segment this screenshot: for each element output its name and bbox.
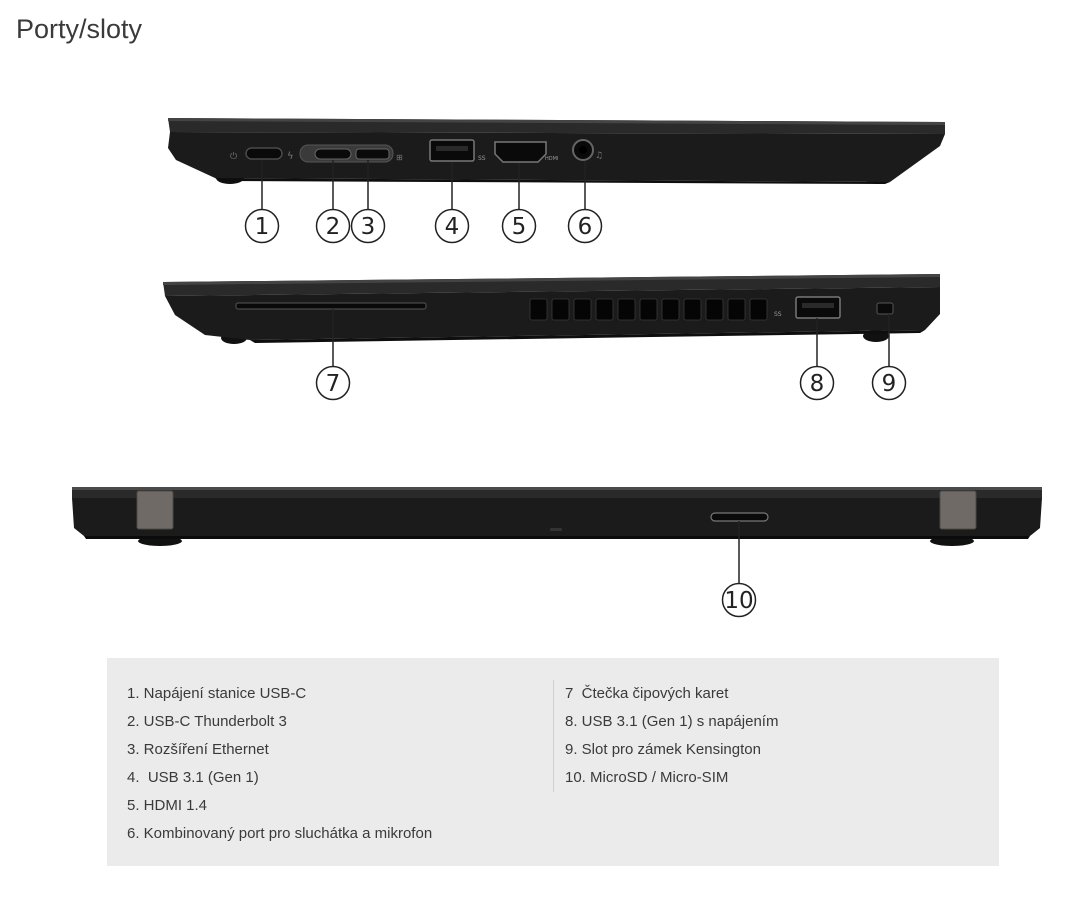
svg-text:5: 5 (512, 214, 527, 240)
legend-item: 10. MicroSD / Micro-SIM (565, 769, 729, 786)
right-hinge (939, 490, 977, 530)
callout-5: 5 (501, 208, 537, 244)
svg-text:2: 2 (326, 214, 341, 240)
legend-left-column: 1. Napájení stanice USB-C 2. USB-C Thund… (127, 680, 547, 848)
legend-item: 3. Rozšíření Ethernet (127, 741, 269, 758)
legend-item: 7 Čtečka čipových karet (565, 685, 729, 702)
vent-grille (529, 298, 768, 321)
legend-item: 1. Napájení stanice USB-C (127, 685, 307, 702)
laptop-right-side-view: SS (163, 274, 940, 344)
hdmi-port (494, 141, 547, 163)
callout-4: 4 (434, 208, 470, 244)
svg-text:7: 7 (326, 371, 341, 397)
laptop-left-side-view: SS HDMI ⏻ ϟ ⊞ ♫ (168, 118, 945, 184)
callout-1: 1 (244, 208, 280, 244)
thunderbolt-icon: ϟ (287, 151, 294, 162)
legend-item: 8. USB 3.1 (Gen 1) s napájením (565, 713, 779, 730)
callout-3: 3 (350, 208, 386, 244)
ss-label: SS (478, 155, 486, 162)
laptop-rear-view (72, 487, 1042, 546)
headset-icon: ♫ (595, 151, 603, 161)
legend-item: 6. Kombinovaný port pro sluchátka a mikr… (127, 825, 433, 842)
svg-text:3: 3 (361, 214, 376, 240)
left-hinge (136, 490, 174, 530)
legend-right-column: 7 Čtečka čipových karet 8. USB 3.1 (Gen … (553, 680, 985, 792)
microsd-sim-slot (710, 512, 769, 522)
ports-diagram: SS HDMI ⏻ ϟ ⊞ ♫ 1 2 3 4 5 (72, 118, 1042, 618)
callout-9: 9 (871, 365, 907, 401)
callout-6: 6 (567, 208, 603, 244)
legend-item: 4. USB 3.1 (Gen 1) (127, 769, 259, 786)
usb-c-thunderbolt-port (314, 148, 352, 160)
power-icon: ⏻ (230, 151, 237, 162)
svg-text:1: 1 (255, 214, 270, 240)
hdmi-label: HDMI (545, 156, 558, 162)
svg-text:8: 8 (810, 371, 825, 397)
ports-legend-panel: 1. Napájení stanice USB-C 2. USB-C Thund… (107, 658, 999, 866)
page-title: Porty/sloty (16, 14, 143, 44)
legend-item: 9. Slot pro zámek Kensington (565, 741, 761, 758)
callout-2: 2 (315, 208, 351, 244)
legend-item: 5. HDMI 1.4 (127, 797, 208, 814)
callout-8: 8 (799, 365, 835, 401)
svg-text:9: 9 (882, 371, 897, 397)
svg-text:4: 4 (445, 214, 460, 240)
svg-text:10: 10 (724, 588, 753, 614)
kensington-slot (876, 302, 894, 315)
smart-card-slot (235, 302, 427, 310)
legend-item: 2. USB-C Thunderbolt 3 (127, 713, 287, 730)
ethernet-extension-port (355, 148, 390, 160)
usb-c-power-port (245, 147, 283, 160)
callout-7: 7 (315, 365, 351, 401)
callout-10: 10 (721, 582, 757, 618)
network-icon: ⊞ (396, 153, 403, 162)
ss-label-right: SS (774, 311, 782, 318)
svg-text:6: 6 (578, 214, 593, 240)
